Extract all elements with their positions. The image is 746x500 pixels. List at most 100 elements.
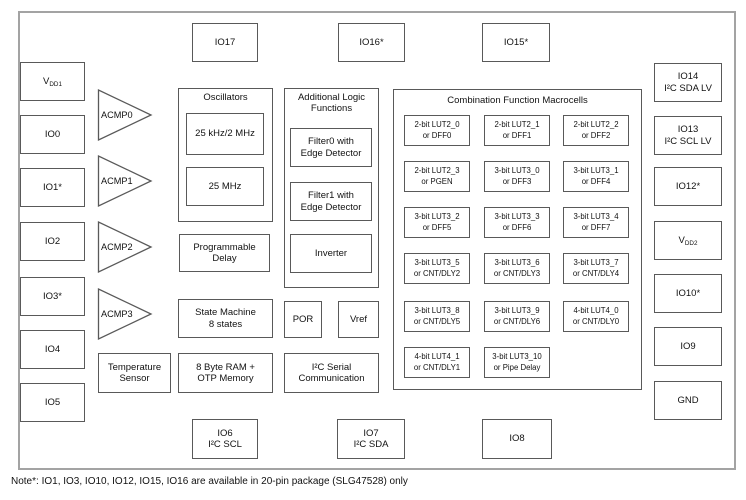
block-label: I²C Serial <box>311 361 352 373</box>
pin-io2: IO2 <box>20 222 85 261</box>
pin-vdd2: VDD2 <box>654 221 722 260</box>
pin-label: IO8 <box>509 433 525 445</box>
osc-25khz-2mhz-block: 25 kHz/2 MHz <box>186 113 264 155</box>
pin-label: IO4 <box>44 343 61 355</box>
pin-vdd1: VDD1 <box>20 62 85 101</box>
filter0-block: Filter0 with Edge Detector <box>290 128 372 167</box>
acmp2-comparator: ACMP2 <box>97 220 153 274</box>
cell-label: 2-bit LUT2_3 <box>414 166 460 176</box>
block-label: POR <box>292 313 314 325</box>
pin-io7: IO7 I²C SDA <box>337 419 405 459</box>
cfm-cell-lut2-3: 2-bit LUT2_3 or PGEN <box>404 161 470 192</box>
cfm-cell-lut4-0: 4-bit LUT4_0 or CNT/DLY0 <box>563 301 629 332</box>
osc-25mhz-block: 25 MHz <box>186 167 264 206</box>
pin-label: IO6 <box>217 427 233 439</box>
cfm-cell-lut3-0: 3-bit LUT3_0 or DFF3 <box>484 161 550 192</box>
cfm-cell-lut3-9: 3-bit LUT3_9 or CNT/DLY6 <box>484 301 550 332</box>
cell-alt-label: or DFF5 <box>422 222 452 232</box>
cfm-cell-lut2-0: 2-bit LUT2_0 or DFF0 <box>404 115 470 146</box>
cfm-cell-lut3-8: 3-bit LUT3_8 or CNT/DLY5 <box>404 301 470 332</box>
cell-alt-label: or DFF6 <box>502 222 532 232</box>
block-label: State Machine <box>195 307 256 319</box>
cell-label: 3-bit LUT3_9 <box>494 306 540 316</box>
acmp0-comparator: ACMP0 <box>97 88 153 142</box>
pin-sublabel: I²C SDA <box>353 439 389 450</box>
pin-label: IO15* <box>503 36 529 48</box>
block-label: Vref <box>349 313 368 325</box>
pin-io4: IO4 <box>20 330 85 369</box>
acmp3-comparator: ACMP3 <box>97 287 153 341</box>
filter1-block: Filter1 with Edge Detector <box>290 182 372 221</box>
cfm-cell-lut3-6: 3-bit LUT3_6 or CNT/DLY3 <box>484 253 550 284</box>
vdd-base: V <box>43 75 50 87</box>
block-label: Temperature <box>107 361 162 373</box>
block-label: Inverter <box>314 247 348 259</box>
block-label: Programmable <box>193 241 256 253</box>
pin-io16: IO16* <box>338 23 405 62</box>
cfm-cell-lut2-1: 2-bit LUT2_1 or DFF1 <box>484 115 550 146</box>
cell-alt-label: or CNT/DLY4 <box>572 268 620 278</box>
pin-io8: IO8 <box>482 419 552 459</box>
acmp-label: ACMP1 <box>101 176 133 186</box>
ram-otp-block: 8 Byte RAM + OTP Memory <box>178 353 273 393</box>
cfm-cell-lut3-5: 3-bit LUT3_5 or CNT/DLY2 <box>404 253 470 284</box>
cell-label: 3-bit LUT3_3 <box>494 212 540 222</box>
cell-label: 3-bit LUT3_4 <box>573 212 619 222</box>
cell-label: 3-bit LUT3_10 <box>492 352 542 362</box>
block-label: Communication <box>298 373 365 384</box>
por-block: POR <box>284 301 322 338</box>
footnote-text: Note*: IO1, IO3, IO10, IO12, IO15, IO16 … <box>11 476 408 487</box>
chip-outline <box>18 11 736 470</box>
pin-gnd: GND <box>654 381 722 420</box>
block-label: OTP Memory <box>197 373 254 384</box>
pin-label: IO5 <box>44 396 61 408</box>
comparator-triangle-icon <box>97 287 153 341</box>
cell-alt-label: or DFF1 <box>502 130 532 140</box>
cell-alt-label: or CNT/DLY2 <box>413 268 461 278</box>
cell-alt-label: or PGEN <box>421 176 453 186</box>
cell-label: 2-bit LUT2_2 <box>573 120 619 130</box>
programmable-delay-block: Programmable Delay <box>179 234 270 272</box>
cfm-cell-lut3-3: 3-bit LUT3_3 or DFF6 <box>484 207 550 238</box>
pin-label: IO12* <box>675 180 701 192</box>
comparator-triangle-icon <box>97 220 153 274</box>
acmp-label: ACMP0 <box>101 110 133 120</box>
pin-io0: IO0 <box>20 115 85 154</box>
i2c-serial-block: I²C Serial Communication <box>284 353 379 393</box>
pin-label: IO13 <box>677 124 699 136</box>
cell-alt-label: or DFF0 <box>422 130 452 140</box>
pin-io6: IO6 I²C SCL <box>192 419 258 459</box>
cell-alt-label: or CNT/DLY0 <box>572 316 620 326</box>
block-label: Delay <box>212 253 237 264</box>
pin-io17: IO17 <box>192 23 258 62</box>
block-label: Filter1 with <box>308 190 354 202</box>
cell-label: 3-bit LUT3_1 <box>573 166 619 176</box>
cell-alt-label: or Pipe Delay <box>493 362 541 372</box>
cfm-cell-lut3-4: 3-bit LUT3_4 or DFF7 <box>563 207 629 238</box>
pin-label: IO9 <box>680 340 696 352</box>
block-label: Sensor <box>119 373 150 384</box>
block-label: 8 Byte RAM + <box>196 361 255 373</box>
group-title: Additional Logic <box>297 92 366 103</box>
pin-sublabel: I²C SDA LV <box>664 82 712 94</box>
inverter-block: Inverter <box>290 234 372 273</box>
block-label: Edge Detector <box>300 147 362 159</box>
cell-alt-label: or CNT/DLY1 <box>413 362 461 372</box>
cell-label: 3-bit LUT3_7 <box>573 258 619 268</box>
cell-alt-label: or CNT/DLY3 <box>493 268 541 278</box>
vdd-subscript: DD1 <box>49 80 62 88</box>
cell-alt-label: or DFF3 <box>502 176 532 186</box>
cfm-cell-lut3-1: 3-bit LUT3_1 or DFF4 <box>563 161 629 192</box>
block-label: 8 states <box>208 318 243 330</box>
cell-alt-label: or DFF7 <box>581 222 611 232</box>
pin-io3: IO3* <box>20 277 85 316</box>
cfm-cell-lut3-7: 3-bit LUT3_7 or CNT/DLY4 <box>563 253 629 284</box>
pin-label: IO10* <box>675 287 701 299</box>
cell-label: 3-bit LUT3_0 <box>494 166 540 176</box>
vdd-base: V <box>678 234 685 246</box>
state-machine-block: State Machine 8 states <box>178 299 273 338</box>
pin-label: VDD1 <box>43 75 62 88</box>
acmp-label: ACMP3 <box>101 309 133 319</box>
block-label: Edge Detector <box>300 201 362 213</box>
cell-alt-label: or CNT/DLY6 <box>493 316 541 326</box>
